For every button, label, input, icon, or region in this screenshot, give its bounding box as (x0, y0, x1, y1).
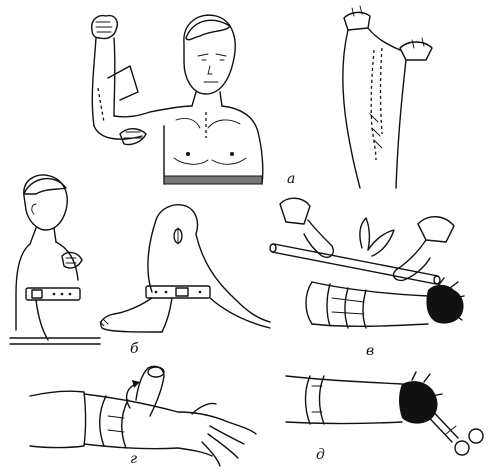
panel-label-d: д (316, 447, 325, 463)
panel-label-b: б (130, 341, 139, 357)
panel-d-illustration (285, 371, 484, 456)
panel-label-g: г (130, 451, 138, 467)
panel-b-leg-illustration (99, 204, 271, 333)
panel-v-illustration (269, 197, 465, 329)
panel-a-illustration (91, 14, 264, 185)
panel-a-arm-illustration (342, 5, 433, 189)
panel-label-a: а (287, 171, 296, 187)
panel-g-illustration (29, 365, 257, 467)
panel-b-figure-illustration (9, 174, 101, 345)
panel-label-v: в (366, 343, 375, 359)
